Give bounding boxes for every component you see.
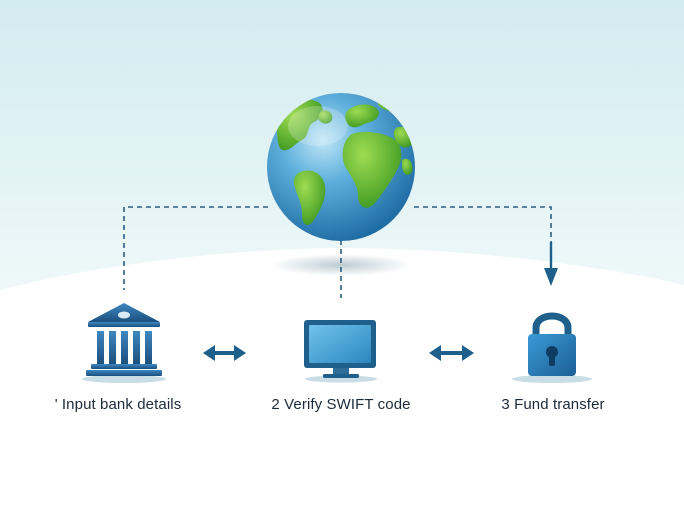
- double-arrow-right-icon: [429, 345, 474, 361]
- step-2-label: 2 Verify SWIFT code: [271, 396, 411, 413]
- arrow-down-icon: [544, 268, 558, 286]
- step-3-label: 3 Fund transfer: [501, 396, 605, 413]
- connector-lines: [123, 206, 552, 298]
- globe-shadow: [271, 254, 411, 276]
- padlock-icon: [512, 312, 592, 383]
- connector-left: [123, 206, 268, 290]
- bank-icon: [82, 303, 166, 383]
- globe-icon: [267, 93, 415, 241]
- step-1-label: ' Input bank details: [54, 396, 182, 413]
- double-arrow-left-icon: [203, 345, 246, 361]
- computer-monitor-icon: [304, 320, 377, 383]
- connector-right: [414, 206, 552, 242]
